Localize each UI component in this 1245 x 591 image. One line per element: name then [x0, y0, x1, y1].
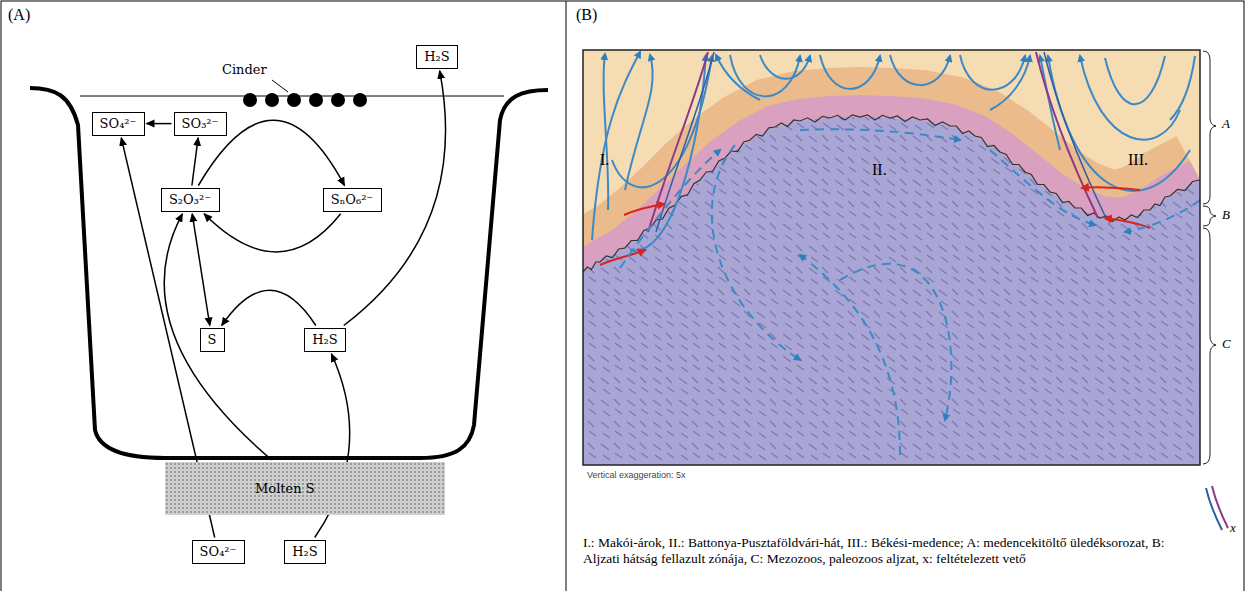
callout-label: Cinder: [222, 62, 267, 78]
legend-symbol-label: x: [1230, 520, 1236, 536]
node-text: SₙO₆²⁻: [331, 192, 373, 207]
drawing-circle: [265, 93, 279, 107]
drawing-circle: [287, 93, 301, 107]
figure-legend-text: I.: Makói-árok, II.: Battonya-Pusztaföld…: [583, 535, 1198, 567]
species-box: S: [200, 328, 225, 352]
cross-section: [583, 50, 1200, 465]
node-text: H₂S: [424, 49, 449, 64]
drawing-path: [990, 150, 1095, 225]
drawing-path: [656, 52, 714, 232]
region-number: III.: [1128, 150, 1148, 169]
drawing-path: [1105, 56, 1165, 104]
drawing-path: [620, 150, 720, 268]
region-number: I.: [600, 150, 609, 169]
reaction-arrow: [222, 290, 316, 325]
layer-letter: A: [1222, 116, 1230, 132]
reaction-arrow: [204, 214, 341, 252]
reaction-arrow: [192, 138, 198, 186]
drawing-path: [1044, 52, 1106, 218]
drawing-path: [1170, 56, 1195, 120]
reaction-arrow: [147, 123, 172, 125]
drawing-path: [612, 56, 712, 187]
leader-line: [272, 80, 288, 92]
node-text: SO₄²⁻: [100, 116, 137, 131]
drawing-rect: [583, 50, 1200, 465]
drawing-path: [1203, 51, 1216, 204]
drawing-g: [620, 129, 1200, 455]
species-box: H₂S: [416, 45, 458, 69]
section-frame: [583, 50, 1200, 465]
drawing-path: [1125, 200, 1200, 232]
crater-lake-outline: [30, 88, 548, 458]
layer-letter: B: [1222, 207, 1230, 223]
node-text: S₂O₃²⁻: [169, 192, 211, 207]
layer-letter: C: [1222, 336, 1231, 352]
panel-label: (A): [8, 5, 30, 24]
reaction-arrow: [164, 214, 271, 460]
drawing-path: [1080, 56, 1180, 140]
drawing-path: [1082, 187, 1140, 190]
drawing-path: [1203, 206, 1216, 226]
cell-divider: [566, 1, 567, 591]
drawing-path: [1048, 56, 1190, 191]
drawing-path: [730, 55, 800, 96]
drawing-path: [960, 55, 1025, 90]
scale-note: Vertical exaggeration: 5x: [587, 470, 686, 481]
layer-braces: [1203, 51, 1216, 464]
species-box: SO₄²⁻: [92, 112, 145, 136]
species-box: H₂S: [304, 328, 346, 352]
drawing-path: [583, 115, 1200, 272]
cinder-dots: [243, 93, 367, 107]
drawing-circle: [243, 93, 257, 107]
drawing-circle: [353, 93, 367, 107]
drawing-path: [1203, 228, 1216, 464]
drawing-path: [712, 145, 800, 360]
fault-symbol: [1206, 486, 1228, 530]
drawing-circle: [309, 93, 323, 107]
drawing-path: [583, 117, 1200, 465]
node-text: H₂S: [312, 332, 337, 347]
drawing-path: [1105, 218, 1150, 228]
drawing-path: [890, 55, 950, 85]
drawing-path: [583, 117, 1200, 465]
drawing-path: [800, 129, 960, 140]
drawing-path: [625, 55, 653, 190]
node-text: Molten S: [255, 481, 315, 496]
species-box: SO₃²⁻: [174, 112, 227, 136]
region-number: II.: [872, 160, 887, 179]
drawing-path: [990, 56, 1030, 110]
drawing-circle: [331, 93, 345, 107]
drawing-path: [624, 204, 664, 215]
node-text: SO₄²⁻: [200, 544, 237, 559]
panel-label: (B): [576, 5, 597, 24]
reaction-arrow: [192, 214, 210, 326]
drawing-path: [604, 54, 609, 210]
drawing-path: [800, 255, 900, 455]
drawing-path: [1036, 52, 1098, 218]
drawing-path: [820, 55, 880, 89]
node-text: H₂S: [292, 544, 317, 559]
species-box: SO₄²⁻: [192, 540, 245, 564]
drawing-path: [760, 55, 810, 79]
drawing-g: [600, 187, 1150, 265]
species-box: H₂S: [284, 540, 326, 564]
drawing-path: [840, 264, 951, 420]
node-text: S: [208, 332, 217, 347]
molten-sulfur-layer: Molten S: [165, 462, 445, 515]
drawing-g: [592, 52, 1195, 251]
node-text: SO₃²⁻: [182, 116, 219, 131]
species-box: S₂O₃²⁻: [161, 188, 220, 212]
species-box: SₙO₆²⁻: [323, 188, 382, 212]
drawing-path: [630, 55, 706, 251]
drawing-path: [1212, 486, 1228, 528]
